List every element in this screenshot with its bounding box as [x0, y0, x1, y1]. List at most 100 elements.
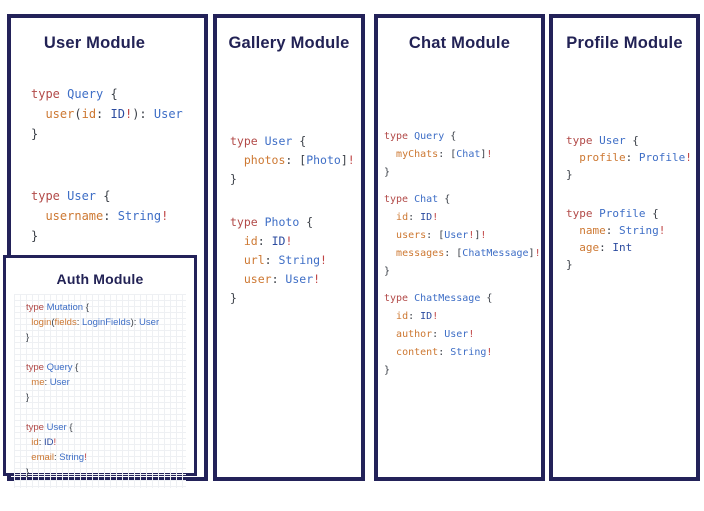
panel-profile-module: Profile Module type User { profile: Prof… — [549, 14, 700, 481]
code-token: { — [110, 87, 118, 101]
code-token: ChatMessage — [462, 248, 529, 259]
code-token: ID — [420, 212, 433, 223]
code-token: { — [306, 215, 314, 229]
code-token: id — [396, 212, 409, 223]
code-line: author: User! — [384, 326, 541, 344]
code-line: profile: Profile! — [566, 149, 696, 166]
code-block: type User { photos: [Photo]!} — [230, 132, 361, 189]
code-token: : — [38, 437, 44, 448]
code-token: LoginFields — [82, 317, 131, 328]
code-token: } — [230, 291, 237, 305]
code-token: type — [384, 293, 415, 304]
code-token: ! — [161, 209, 169, 223]
code-token — [566, 151, 579, 164]
code-token: Chat — [414, 194, 445, 205]
code-token: } — [384, 266, 391, 277]
code-line: } — [384, 362, 541, 380]
code-line: users: [User!]! — [384, 227, 541, 245]
code-token: User — [46, 422, 70, 433]
code-token: username — [45, 209, 104, 223]
code-token: User — [285, 272, 314, 286]
code-block: type User { username: String!} — [31, 186, 204, 246]
code-token: Photo — [306, 153, 341, 167]
code-token: } — [230, 172, 237, 186]
code-token: { — [69, 422, 73, 433]
code-token: name — [579, 224, 606, 237]
code-token: ! — [285, 234, 293, 248]
code-token: : — [257, 234, 272, 248]
code-token — [31, 107, 45, 121]
code-token — [566, 224, 579, 237]
code-block: type Mutation { login(fields: LoginField… — [26, 300, 182, 345]
code-token — [384, 347, 396, 358]
code-token: id — [243, 234, 258, 248]
code-line: username: String! — [31, 206, 204, 226]
code-token — [384, 248, 396, 259]
panel-title-profile-module: Profile Module — [566, 34, 683, 52]
code-block: type Chat { id: ID! users: [User!]! mess… — [384, 191, 541, 281]
code-token: User — [67, 189, 104, 203]
code-token: ] — [528, 248, 535, 259]
code-line: type Query { — [384, 128, 541, 146]
code-line: type Chat { — [384, 191, 541, 209]
code-line: type Query { — [26, 360, 182, 375]
code-token: ! — [685, 151, 692, 164]
code-token: : — [76, 317, 82, 328]
panel-title-auth-module: Auth Module — [56, 271, 144, 287]
code-token: Mutation — [46, 302, 86, 313]
code-token: ! — [486, 347, 493, 358]
code-chat-module: type Query { myChats: [Chat]!}type Chat … — [378, 128, 541, 380]
code-block: type User { profile: Profile!} — [566, 132, 696, 183]
code-token: myChats — [396, 149, 439, 160]
code-line: } — [26, 465, 182, 480]
code-token: ! — [432, 212, 439, 223]
code-token: String — [450, 347, 487, 358]
code-token: User — [264, 134, 300, 148]
code-line: type ChatMessage { — [384, 290, 541, 308]
code-line: } — [384, 164, 541, 182]
code-line: id: ID! — [230, 232, 361, 251]
code-token: } — [384, 167, 391, 178]
code-token — [384, 329, 396, 340]
code-block: type ChatMessage { id: ID! author: User!… — [384, 290, 541, 380]
code-token: ! — [320, 253, 327, 267]
panel-title-gallery-module: Gallery Module — [228, 34, 350, 52]
panel-title-user-module: User Module — [43, 34, 146, 52]
code-token: : — [438, 149, 451, 160]
code-token: type — [31, 87, 68, 101]
code-token: Profile — [599, 207, 653, 220]
code-token: } — [566, 168, 573, 181]
code-block: type Query { user(id: ID!): User} — [31, 84, 204, 144]
code-token: age — [579, 241, 600, 254]
code-token — [230, 234, 244, 248]
code-token: Chat — [456, 149, 481, 160]
panel-title-chat-module: Chat Module — [408, 34, 511, 52]
code-token: : — [96, 107, 111, 121]
code-token — [230, 153, 244, 167]
code-token: type — [26, 422, 47, 433]
code-line: type Photo { — [230, 213, 361, 232]
code-token: me — [31, 377, 45, 388]
code-token: User — [444, 230, 469, 241]
code-token: : — [605, 224, 619, 237]
code-token — [384, 149, 396, 160]
code-token — [384, 311, 396, 322]
code-token: : — [103, 209, 118, 223]
code-token — [230, 272, 244, 286]
code-token: ): — [132, 107, 154, 121]
code-token: : — [438, 347, 451, 358]
code-line: } — [26, 330, 182, 345]
code-token: type — [230, 134, 265, 148]
code-token: : — [285, 153, 300, 167]
code-token: User — [49, 377, 70, 388]
code-line: email: String! — [26, 450, 182, 465]
code-line: age: Int — [566, 239, 696, 256]
code-token: : — [44, 377, 50, 388]
code-token: } — [31, 229, 39, 243]
code-token: ! — [347, 153, 355, 167]
code-token: : — [426, 230, 439, 241]
code-token: { — [652, 207, 659, 220]
code-profile-module: type User { profile: Profile!} type Profi… — [553, 132, 696, 273]
code-gallery-module: type User { photos: [Photo]!} type Photo … — [217, 132, 361, 308]
code-line: type Profile { — [566, 205, 696, 222]
